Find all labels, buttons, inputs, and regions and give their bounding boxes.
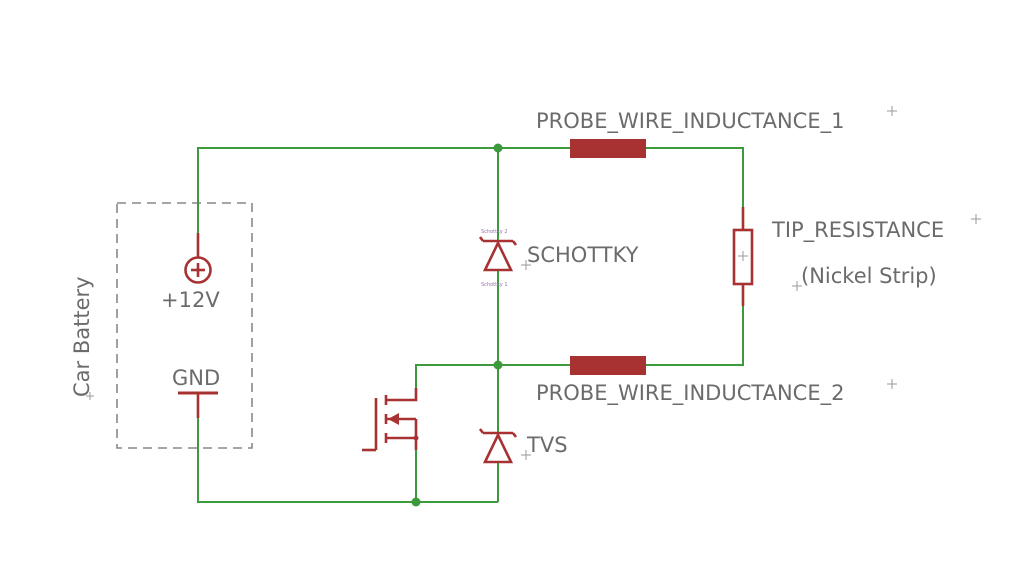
- inductor-2-label-origin-marker: [887, 379, 897, 389]
- mosfet-icon: [362, 388, 419, 452]
- junction-bottom: [411, 497, 421, 507]
- nickel-strip-label-origin-marker: [792, 281, 802, 291]
- inductor-2: [570, 356, 646, 375]
- tvs-diode-icon: [478, 428, 518, 464]
- wire-top-left: [197, 147, 498, 255]
- inductor-1: [570, 139, 646, 158]
- wire-tip-to-l2: [646, 283, 744, 366]
- tvs-label: TVS: [526, 433, 568, 457]
- schottky-diode-icon: [478, 236, 518, 272]
- battery-frame: [116, 202, 253, 449]
- tip-resistor: [732, 207, 754, 306]
- wire-node-to-mosfet-drain: [415, 364, 498, 388]
- ground-bar-icon: [178, 391, 218, 418]
- schottky-label-origin-marker: [521, 260, 531, 270]
- battery-label: Car Battery: [70, 276, 94, 397]
- wires: [197, 147, 744, 503]
- tip-resistance-label: TIP_RESISTANCE: [771, 218, 944, 243]
- gnd-label: GND: [172, 366, 220, 390]
- inductor-1-label-origin-marker: [887, 106, 897, 116]
- wire-l1-to-tip: [646, 147, 744, 207]
- tip-resistance-label-origin-marker: [971, 214, 981, 224]
- tvs-label-origin-marker: [521, 450, 531, 460]
- nickel-strip-label: (Nickel Strip): [801, 264, 937, 288]
- schottky-label: SCHOTTKY: [527, 243, 639, 267]
- inductor-2-label: PROBE_WIRE_INDUCTANCE_2: [536, 381, 844, 406]
- wire-bottom: [197, 418, 498, 503]
- junction-middle: [493, 360, 503, 370]
- supply-label: +12V: [161, 288, 220, 312]
- schottky-pin-bottom-label: Schottky 1: [481, 282, 508, 288]
- schottky-pin-top-label: Schottky 2: [481, 229, 508, 235]
- junctions: [411, 143, 503, 507]
- battery-label-origin-marker: [86, 392, 94, 400]
- inductor-1-label: PROBE_WIRE_INDUCTANCE_1: [536, 109, 844, 134]
- supply-plus-circle-icon: [184, 233, 212, 284]
- junction-top: [493, 143, 503, 153]
